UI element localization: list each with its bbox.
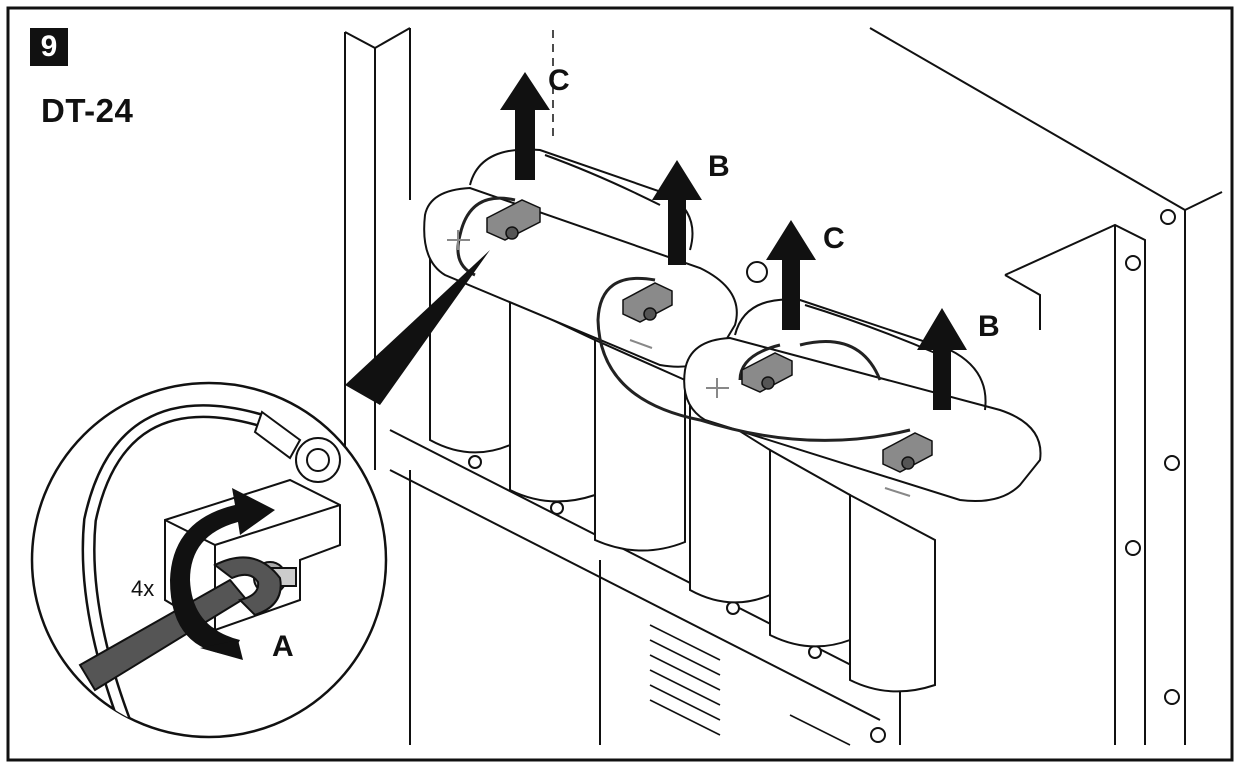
callout-c-right: C bbox=[823, 222, 845, 255]
model-label: DT-24 bbox=[41, 92, 134, 129]
lift-arrow-icon bbox=[500, 72, 967, 410]
callout-b-right: B bbox=[978, 310, 1000, 343]
step-number-badge: 9 bbox=[30, 28, 68, 66]
zoom-pointer bbox=[345, 250, 490, 405]
callout-c-left: C bbox=[548, 64, 570, 97]
callout-a: A bbox=[272, 630, 294, 663]
repeat-count-label: 4x bbox=[131, 576, 155, 601]
cabinet bbox=[344, 27, 1223, 746]
rotate-arrow-icon bbox=[170, 488, 275, 660]
battery-cables bbox=[456, 196, 911, 442]
callout-b-left: B bbox=[708, 150, 730, 183]
polarity-marks bbox=[447, 230, 911, 497]
battery-terminals bbox=[486, 199, 933, 473]
